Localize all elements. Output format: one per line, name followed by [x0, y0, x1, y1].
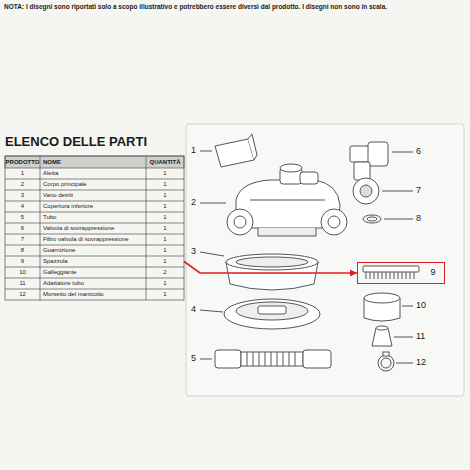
- table-cell: 1: [146, 278, 184, 289]
- table-rule: [5, 201, 184, 202]
- table-header: QUANTITÀ: [146, 156, 184, 168]
- filter-drawing: [353, 178, 413, 204]
- table-header: NOME: [40, 156, 146, 168]
- table-cell: Vano detriti: [40, 190, 146, 201]
- callout-number: 10: [416, 300, 426, 310]
- table-cell: 2: [5, 179, 40, 190]
- table-cell: 10: [5, 267, 40, 278]
- table-rule: [5, 190, 184, 191]
- parts-table: [5, 156, 184, 300]
- table-cell: Corpo principale: [40, 179, 146, 190]
- table-rule: [5, 289, 184, 290]
- table-cell: 12: [5, 289, 40, 300]
- callout-number: 7: [416, 185, 421, 195]
- drawing-panel: [186, 124, 464, 396]
- table-cell: 1: [146, 223, 184, 234]
- flap-drawing: [200, 134, 257, 167]
- table-cell: 8: [5, 245, 40, 256]
- callout-number: 12: [416, 357, 426, 367]
- debris-chamber-drawing: [200, 252, 318, 290]
- table-cell: Adattatore tubo: [40, 278, 146, 289]
- table-cell: 1: [146, 245, 184, 256]
- hose-drawing: [200, 350, 331, 368]
- table-cell: 5: [5, 212, 40, 223]
- table-cell: 1: [146, 212, 184, 223]
- table-rule: [5, 179, 184, 180]
- table-cell: Copertura inferiore: [40, 201, 146, 212]
- callout-number: 1: [191, 145, 196, 155]
- callout-number: 5: [191, 353, 196, 363]
- table-cell: 1: [146, 168, 184, 179]
- float-drawing: [364, 293, 413, 321]
- note: NOTA: I disegni sono riportati solo a sc…: [4, 3, 466, 10]
- table-cell: 1: [146, 190, 184, 201]
- callout-number: 3: [191, 246, 196, 256]
- table-cell: Galleggiante: [40, 267, 146, 278]
- table-rule: [5, 256, 184, 257]
- clamp-drawing: [378, 352, 413, 371]
- table-cell: 3: [5, 190, 40, 201]
- bottom-cover-drawing: [200, 299, 320, 329]
- table-cell: Filtro valvola di sovrappressione: [40, 234, 146, 245]
- table-rule: [5, 245, 184, 246]
- table-cell: 6: [5, 223, 40, 234]
- callout-number: 4: [191, 304, 196, 314]
- adapter-drawing: [372, 326, 413, 346]
- table-cell: Spazzola: [40, 256, 146, 267]
- table-rule: [5, 267, 184, 268]
- table-cell: Valvola di sovrappressione: [40, 223, 146, 234]
- table-cell: 4: [5, 201, 40, 212]
- table-cell: 2: [146, 267, 184, 278]
- main-body-drawing: [200, 164, 347, 236]
- table-cell: 1: [5, 168, 40, 179]
- valve-drawing: [350, 142, 413, 180]
- brush-drawing: [363, 266, 419, 279]
- table-row: 9Spazzola1: [5, 256, 184, 267]
- title: ELENCO DELLE PARTI: [5, 134, 147, 149]
- table-rule: [5, 234, 184, 235]
- table-cell: Aletta: [40, 168, 146, 179]
- table-cell: Guarnizione: [40, 245, 146, 256]
- callout-number: 9: [422, 263, 444, 282]
- table-cell: 1: [146, 201, 184, 212]
- table-cell: 11: [5, 278, 40, 289]
- callout-number: 2: [191, 197, 196, 207]
- table-cell: 1: [146, 179, 184, 190]
- callout-number: 8: [416, 213, 421, 223]
- table-cell: Morsetto del manicotto: [40, 289, 146, 300]
- table-header: PRODOTTO: [5, 156, 40, 168]
- highlight-box: 9: [357, 262, 445, 284]
- table-rule: [5, 212, 184, 213]
- gasket-drawing: [363, 215, 413, 223]
- table-cell: 1: [146, 289, 184, 300]
- table-cell: 9: [5, 256, 40, 267]
- table-cell: 1: [146, 256, 184, 267]
- table-cell: Tubo: [40, 212, 146, 223]
- callout-number: 11: [416, 331, 425, 341]
- table-cell: 7: [5, 234, 40, 245]
- pointer-arrow: [184, 262, 357, 274]
- table-rule: [5, 278, 184, 279]
- callout-number: 6: [416, 146, 421, 156]
- table-rule: [5, 223, 184, 224]
- table-cell: 1: [146, 234, 184, 245]
